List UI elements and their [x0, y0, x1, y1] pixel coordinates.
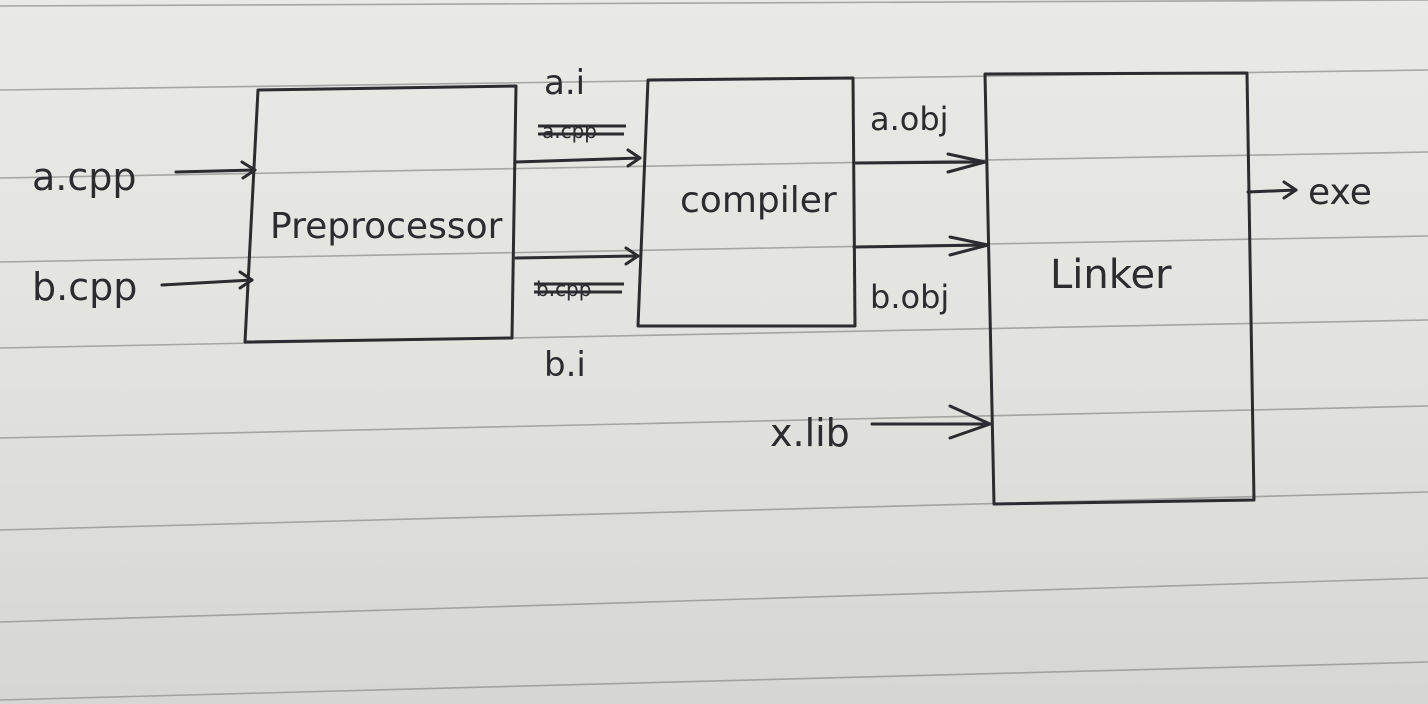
- preprocessor-label: Preprocessor: [270, 206, 503, 247]
- label-a-obj: a.obj: [870, 100, 949, 138]
- struck-label-b-cpp: b.cpp: [534, 277, 624, 301]
- struck-label-a-cpp: a.cpp: [538, 119, 626, 143]
- arrow-a-i: [514, 148, 642, 168]
- arrow-exe: [1246, 180, 1298, 200]
- linker-box: [983, 71, 1256, 506]
- arrow-x-lib: [870, 404, 992, 440]
- label-b-i: b.i: [544, 345, 586, 385]
- label-b-obj: b.obj: [870, 278, 949, 316]
- label-x-lib: x.lib: [770, 411, 850, 455]
- arrow-a-obj: [854, 152, 987, 174]
- label-a-i: a.i: [544, 63, 585, 103]
- arrow-a-cpp: [174, 160, 257, 180]
- compiler-box: [636, 76, 857, 328]
- preprocessor-box: [243, 84, 518, 344]
- linker-label: Linker: [1050, 252, 1172, 298]
- struck-text-b-cpp: b.cpp: [536, 277, 591, 301]
- label-a-cpp: a.cpp: [32, 155, 137, 199]
- compiler-label: compiler: [680, 180, 837, 221]
- arrow-b-i: [514, 246, 640, 266]
- arrow-b-cpp: [160, 270, 254, 290]
- label-exe: exe: [1308, 172, 1372, 213]
- struck-text-a-cpp: a.cpp: [542, 119, 597, 143]
- label-b-cpp: b.cpp: [32, 265, 137, 309]
- arrow-b-obj: [852, 235, 990, 257]
